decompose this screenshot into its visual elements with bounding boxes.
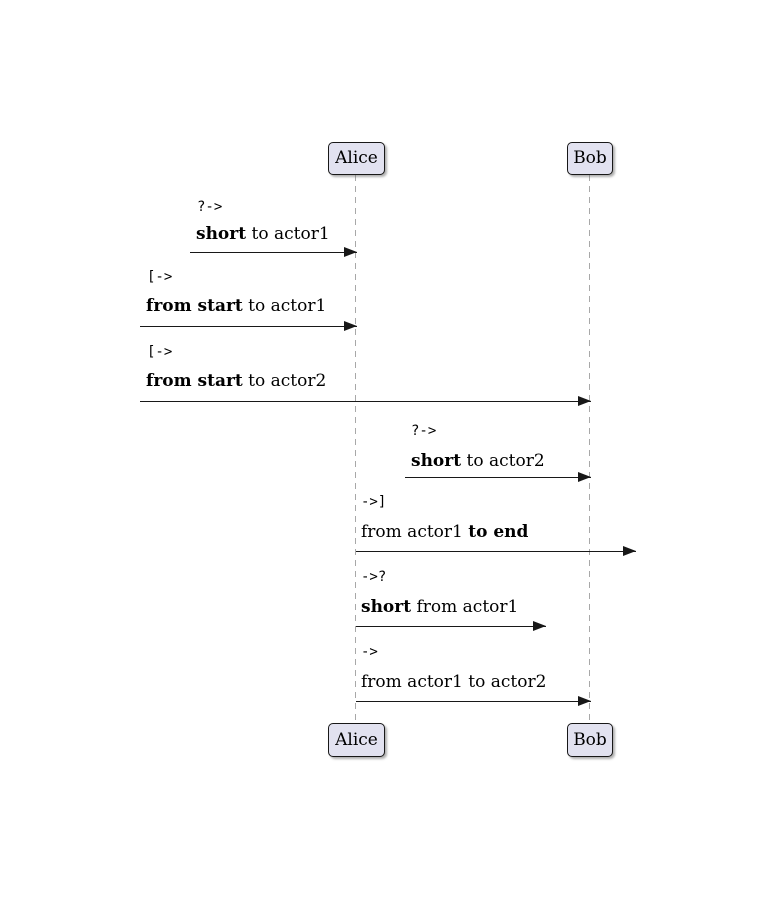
- message-4-label: short to actor2: [411, 451, 545, 471]
- message-2-label: from start to actor1: [146, 296, 327, 316]
- arrowhead-right-icon: [344, 320, 357, 331]
- arrowhead-right-icon: [344, 246, 357, 257]
- participant-alice-label: Alice: [335, 148, 378, 168]
- lifeline-alice: [355, 175, 356, 723]
- arrowhead-right-icon: [533, 620, 546, 631]
- message-6-arrow: [356, 620, 546, 631]
- message-6-label: short from actor1: [361, 597, 519, 617]
- message-2-arrow: [140, 320, 357, 331]
- message-4-arrow: [405, 471, 591, 482]
- participant-alice-label: Alice: [335, 729, 378, 750]
- message-3-code: [->: [147, 344, 173, 360]
- message-6-code: ->?: [361, 569, 387, 585]
- message-7-arrow: [356, 695, 591, 706]
- participant-bob-bottom: Bob: [567, 723, 613, 757]
- arrowhead-right-icon: [623, 545, 636, 556]
- participant-alice-bottom: Alice: [328, 723, 385, 757]
- message-3-arrow: [140, 395, 591, 406]
- message-5-code: ->]: [361, 494, 387, 510]
- arrowhead-right-icon: [578, 395, 591, 406]
- message-2-code: [->: [147, 269, 173, 285]
- message-5-label: from actor1 to end: [361, 522, 529, 542]
- message-1-code: ?->: [197, 199, 223, 215]
- message-1-label: short to actor1: [196, 224, 330, 244]
- lifeline-bob: [589, 175, 590, 723]
- message-1-arrow: [190, 246, 357, 257]
- message-4-code: ?->: [411, 423, 437, 439]
- message-7-code: ->: [361, 644, 378, 660]
- participant-bob-top: Bob: [567, 142, 613, 175]
- message-3-label: from start to actor2: [146, 371, 327, 391]
- message-7-label: from actor1 to actor2: [361, 672, 547, 692]
- participant-bob-label: Bob: [573, 148, 607, 168]
- arrowhead-right-icon: [578, 695, 591, 706]
- participant-alice-top: Alice: [328, 142, 385, 175]
- arrowhead-right-icon: [578, 471, 591, 482]
- message-5-arrow: [356, 545, 636, 556]
- participant-bob-label: Bob: [573, 729, 607, 750]
